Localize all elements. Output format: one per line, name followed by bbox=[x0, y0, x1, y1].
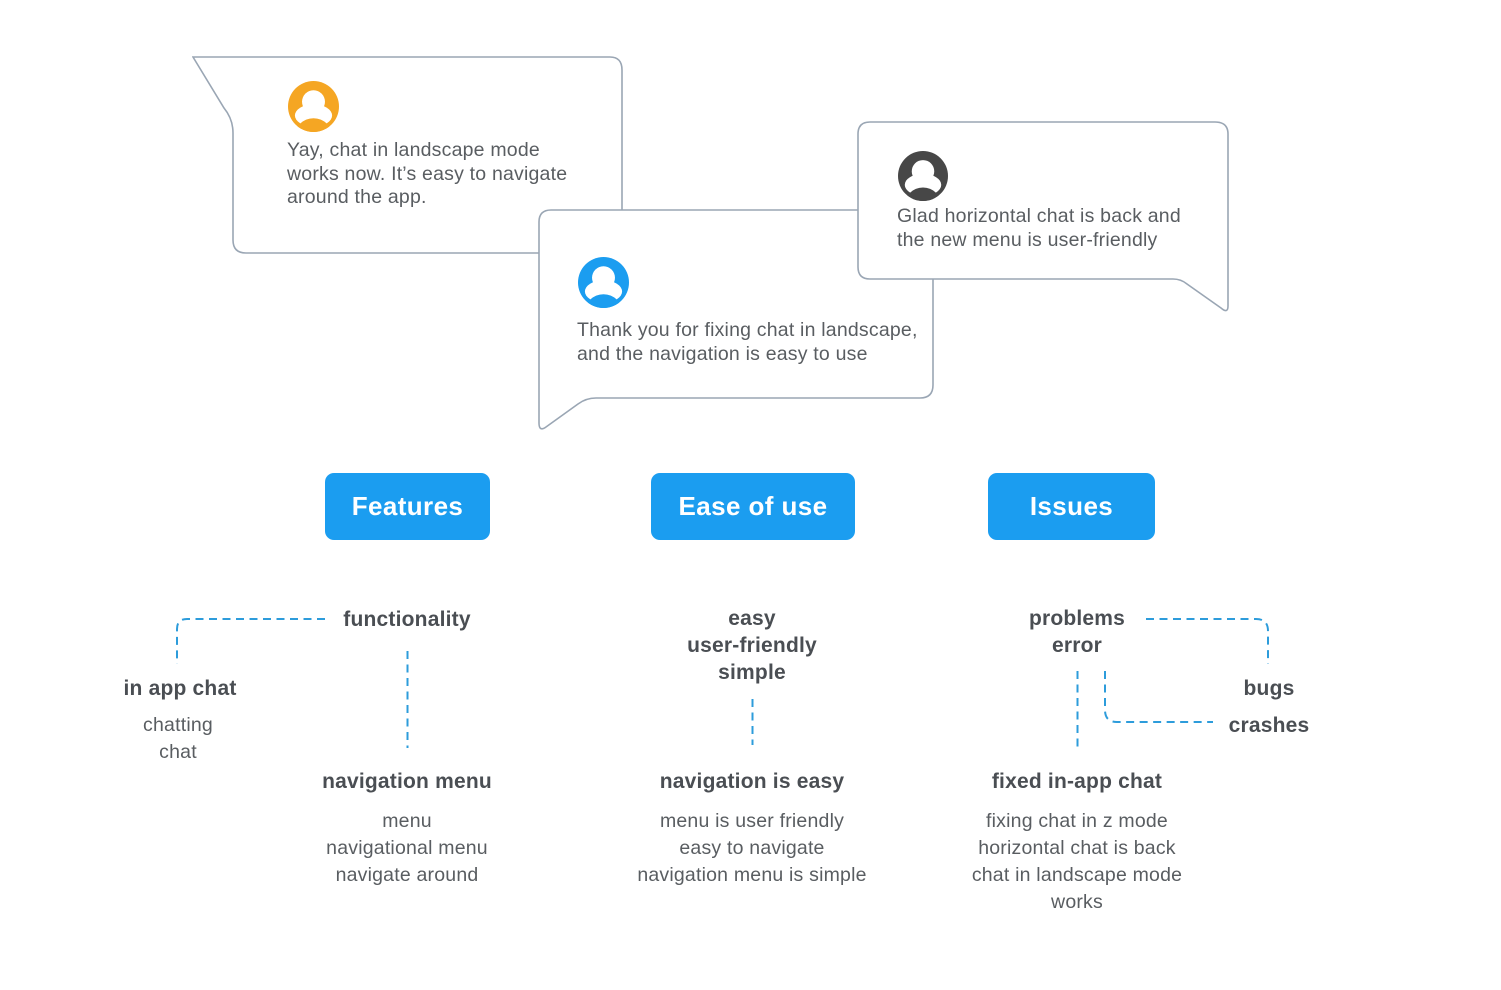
bubble-text-orange: Yay, chat in landscape mode works now. I… bbox=[287, 139, 568, 208]
synonyms-in-app-chat: chatting chat bbox=[143, 714, 213, 763]
keyword-crashes: crashes bbox=[1228, 714, 1310, 737]
connector-functionality-to-in-app-chat bbox=[176, 618, 325, 664]
keyword-fixed-in-app-chat: fixed in-app chat bbox=[991, 770, 1163, 793]
category-button-ease-of-use[interactable]: Ease of use bbox=[651, 473, 855, 540]
category-button-label: Features bbox=[351, 491, 464, 521]
orange-user-avatar-icon bbox=[288, 81, 339, 132]
connector-functionality-to-navigation-menu bbox=[406, 651, 409, 748]
dark-user-avatar-icon bbox=[898, 151, 948, 201]
category-button-label: Ease of use bbox=[678, 491, 828, 521]
category-button-features[interactable]: Features bbox=[325, 473, 490, 540]
connector-error-to-crashes bbox=[1104, 671, 1213, 723]
connector-error-to-fixed-in-app-chat bbox=[1076, 671, 1079, 749]
keyword-easy-user-friendly-simple: easy user-friendly simple bbox=[687, 607, 817, 684]
speech-bubble-dark bbox=[857, 121, 1229, 312]
bubble-text-blue: Thank you for fixing chat in landscape, … bbox=[577, 319, 918, 365]
category-button-label: Issues bbox=[1029, 491, 1114, 521]
keyword-navigation-menu: navigation menu bbox=[322, 770, 492, 793]
bubble-text-dark: Glad horizontal chat is back and the new… bbox=[897, 205, 1181, 251]
synonyms-fixed-in-app-chat: fixing chat in z mode horizontal chat is… bbox=[971, 810, 1183, 913]
category-button-issues[interactable]: Issues bbox=[988, 473, 1155, 540]
bubble-outline bbox=[857, 121, 1229, 312]
connector-terms-to-navigation-is-easy bbox=[751, 699, 754, 745]
keyword-bugs: bugs bbox=[1243, 677, 1295, 700]
blue-user-avatar-icon bbox=[578, 257, 629, 308]
connector-problems-to-bugs bbox=[1146, 618, 1269, 664]
synonyms-navigation-menu: menu navigational menu navigate around bbox=[326, 810, 488, 886]
keyword-in-app-chat: in app chat bbox=[123, 677, 237, 700]
keyword-functionality: functionality bbox=[343, 608, 471, 631]
synonyms-navigation-is-easy: menu is user friendly easy to navigate n… bbox=[637, 810, 867, 886]
keyword-problems-error: problems error bbox=[1028, 607, 1126, 657]
keyword-navigation-is-easy: navigation is easy bbox=[659, 770, 845, 793]
